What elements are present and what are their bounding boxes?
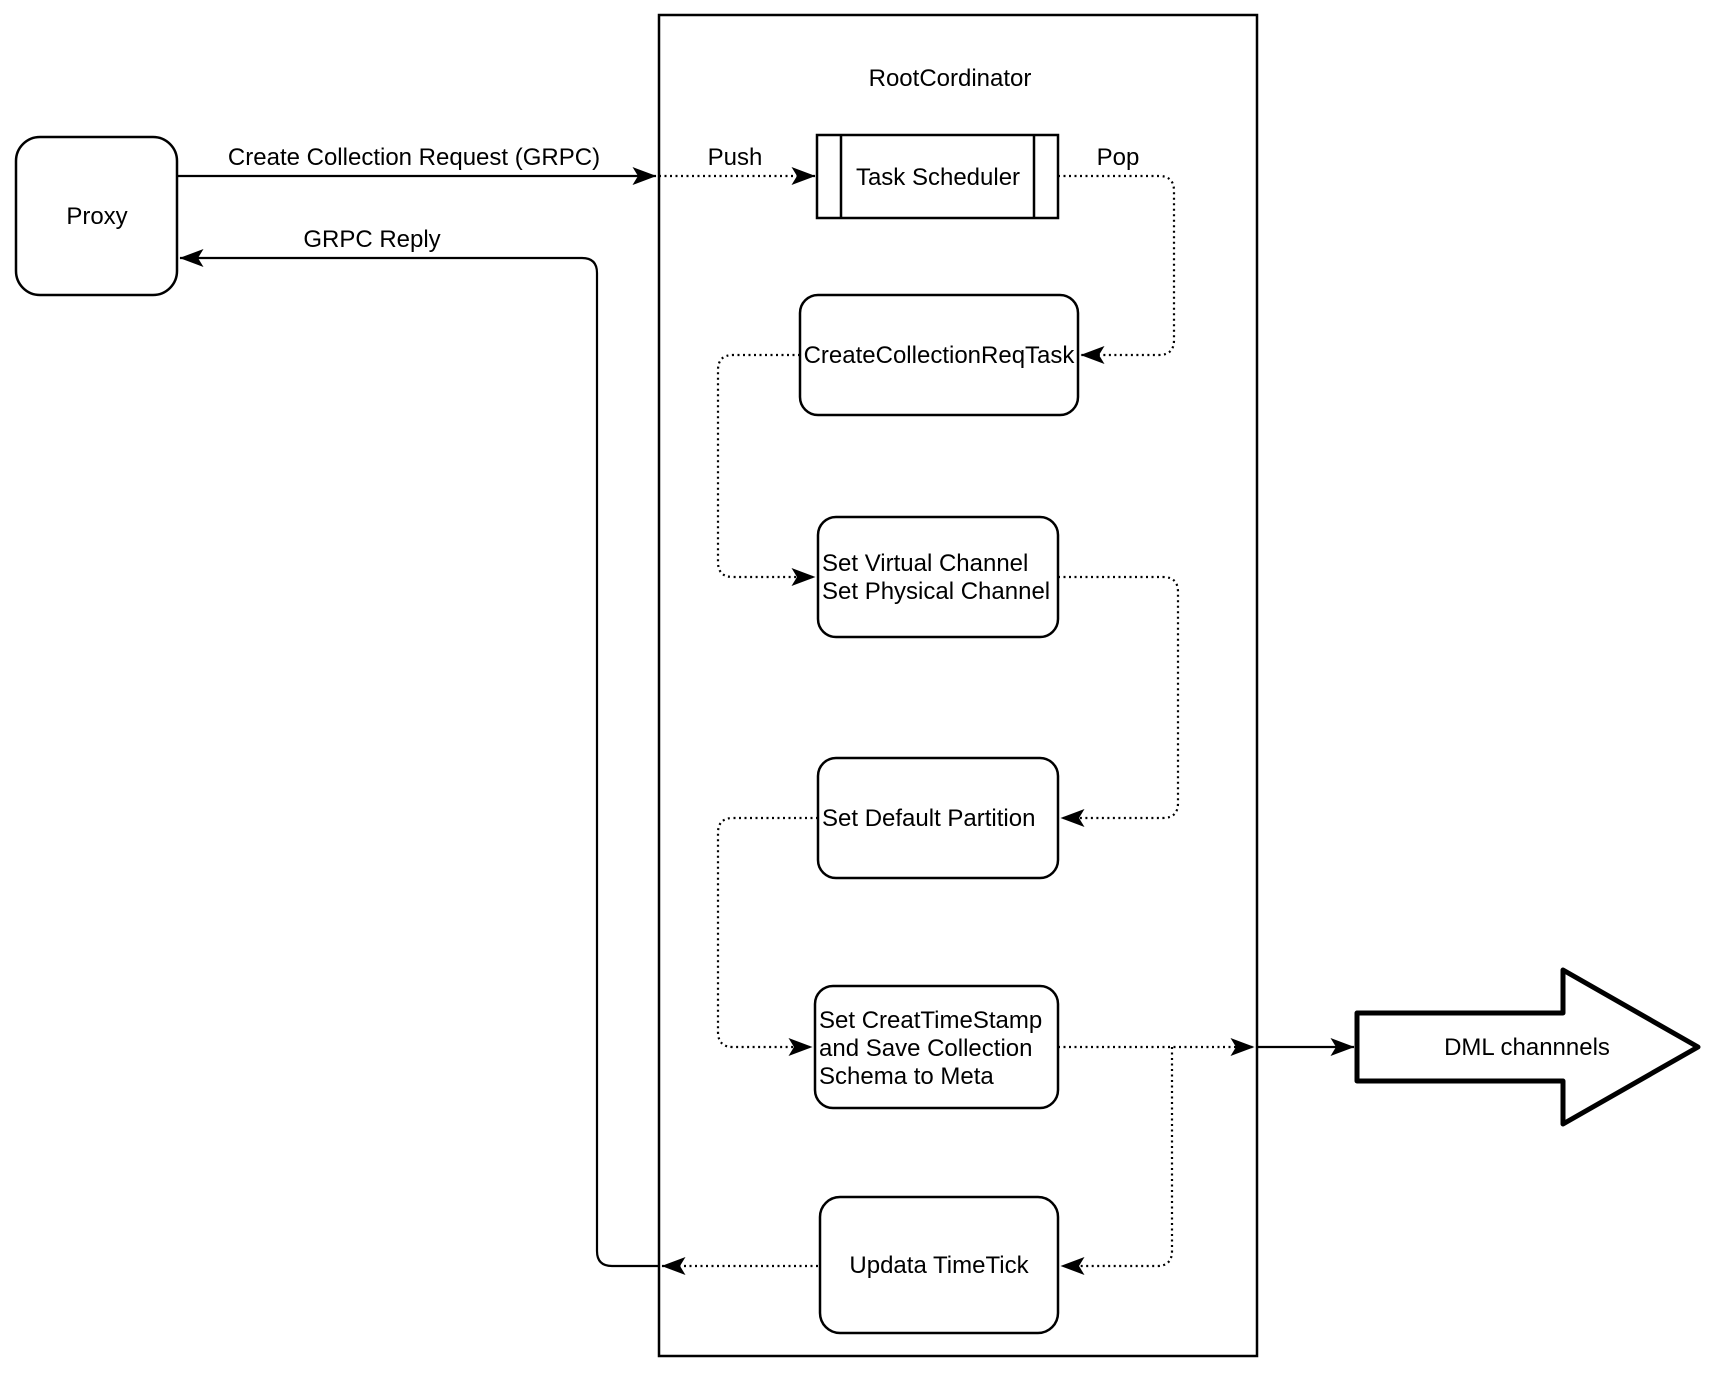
edge-grpc-reply — [179, 249, 659, 1268]
rootcoordinator-title: RootCordinator — [869, 65, 1032, 92]
dml-channels-label: DML channnels — [1444, 1034, 1610, 1061]
task-scheduler-label: Task Scheduler — [856, 164, 1020, 191]
proxy-label: Proxy — [66, 203, 127, 230]
edge-label-pop: Pop — [1097, 144, 1140, 171]
edge-label-push: Push — [708, 144, 763, 171]
set-creat-timestamp-line-2: and Save Collection — [819, 1035, 1032, 1062]
edge-create-task-to-set-channels — [716, 353, 816, 586]
edge-set-channels-to-default-partition — [1058, 575, 1180, 827]
updata-timetick-node — [818, 1195, 1060, 1335]
edge-label-create-collection-request: Create Collection Request (GRPC) — [228, 144, 600, 171]
create-collection-req-task-label: CreateCollectionReqTask — [804, 342, 1076, 369]
task-scheduler-node — [815, 133, 1060, 220]
dml-channels-arrow — [1354, 967, 1701, 1127]
edge-default-partition-to-creat-timestamp — [716, 816, 818, 1056]
set-channels-node — [816, 515, 1060, 639]
edge-label-grpc-reply: GRPC Reply — [303, 226, 440, 253]
updata-timetick-label: Updata TimeTick — [849, 1252, 1029, 1279]
set-creat-timestamp-line-3: Schema to Meta — [819, 1063, 994, 1090]
edge-branch-to-updata-timetick — [1060, 1047, 1174, 1275]
set-creat-timestamp-line-1: Set CreatTimeStamp — [819, 1007, 1042, 1034]
set-default-partition-label: Set Default Partition — [822, 805, 1035, 832]
proxy-node — [14, 135, 179, 297]
set-channels-line-1: Set Virtual Channel — [822, 550, 1028, 577]
set-creat-timestamp-node — [813, 984, 1060, 1110]
edge-pop — [1058, 174, 1176, 364]
set-default-partition-node — [816, 756, 1060, 880]
create-collection-req-task-node — [798, 293, 1080, 417]
rootcoordinator-container — [657, 13, 1259, 1358]
set-channels-line-2: Set Physical Channel — [822, 578, 1050, 605]
